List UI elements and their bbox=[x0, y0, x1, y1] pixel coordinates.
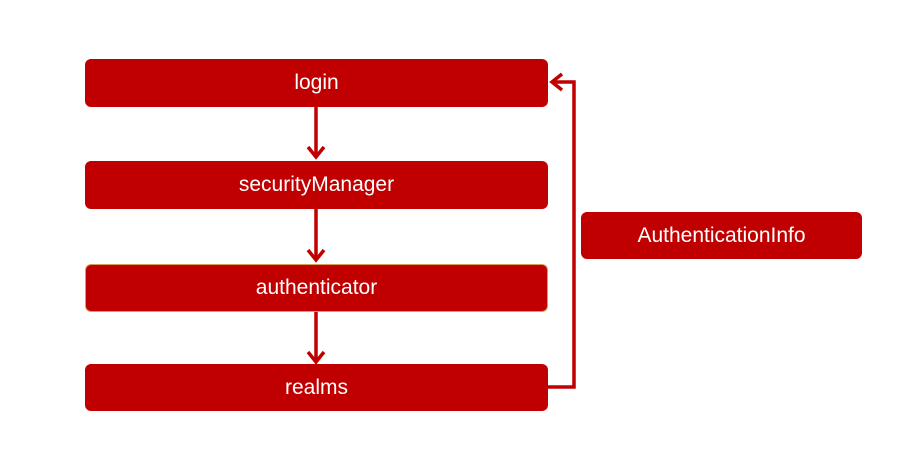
arrow-login-to-securitymanager bbox=[306, 107, 326, 160]
node-realms-label: realms bbox=[284, 375, 348, 399]
node-authenticationinfo: AuthenticationInfo bbox=[581, 212, 862, 259]
node-authenticator-label: authenticator bbox=[255, 276, 378, 299]
arrow-realms-to-login bbox=[548, 72, 576, 389]
arrow-authenticator-to-realms bbox=[306, 312, 326, 365]
node-authenticationinfo-label: AuthenticationInfo bbox=[637, 223, 806, 247]
node-securitymanager: securityManager bbox=[85, 161, 548, 209]
node-realms: realms bbox=[85, 364, 548, 411]
node-authenticator: authenticator bbox=[85, 264, 548, 312]
node-login-label: login bbox=[294, 71, 339, 94]
node-login: login bbox=[85, 59, 548, 107]
node-securitymanager-label: securityManager bbox=[238, 173, 395, 196]
arrow-securitymanager-to-authenticator bbox=[306, 209, 326, 263]
